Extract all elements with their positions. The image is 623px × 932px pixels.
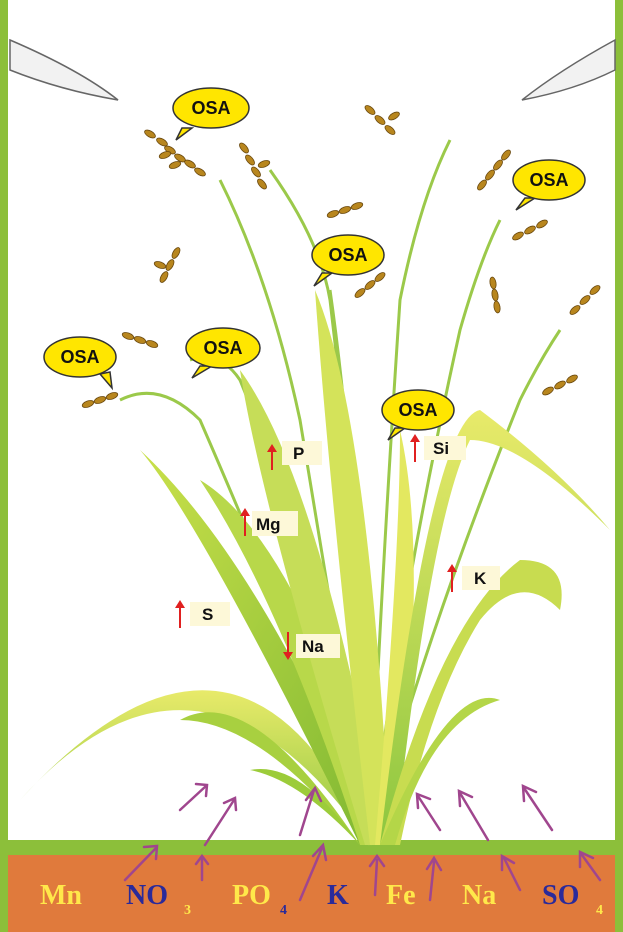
- soil-fe: Fe: [386, 880, 416, 911]
- soil-po4: PO: [232, 880, 271, 911]
- magnifier-cone-left: [10, 40, 118, 100]
- soil-po4-sub: 4: [280, 903, 287, 918]
- osa-bubble: OSA: [382, 390, 454, 440]
- element-label: S: [202, 605, 213, 624]
- osa-label: OSA: [191, 98, 230, 118]
- element-label: Mg: [256, 515, 281, 534]
- soil-na: Na: [462, 880, 496, 911]
- soil-no3: NO: [126, 880, 168, 911]
- element-label: Na: [302, 637, 324, 656]
- osa-label: OSA: [529, 170, 568, 190]
- osa-label: OSA: [328, 245, 367, 265]
- soil-so4: SO: [542, 880, 579, 911]
- osa-bubble: OSA: [186, 328, 260, 378]
- osa-label: OSA: [398, 400, 437, 420]
- soil-k: K: [327, 880, 349, 911]
- element-label: P: [293, 444, 304, 463]
- magnifier-cone-right: [522, 40, 615, 100]
- element-si: Si: [410, 434, 466, 462]
- osa-bubble: OSA: [44, 337, 116, 388]
- osa-bubble: OSA: [513, 160, 585, 210]
- element-label: Si: [433, 439, 449, 458]
- osa-bubble: OSA: [173, 88, 249, 140]
- osa-label: OSA: [60, 347, 99, 367]
- soil-so4-sub: 4: [596, 903, 603, 918]
- osa-bubble: OSA: [312, 235, 384, 286]
- osa-label: OSA: [203, 338, 242, 358]
- soil-no3-sub: 3: [184, 903, 191, 918]
- soil-mn: Mn: [40, 880, 82, 911]
- element-s: S: [175, 600, 230, 628]
- element-label: K: [474, 569, 487, 588]
